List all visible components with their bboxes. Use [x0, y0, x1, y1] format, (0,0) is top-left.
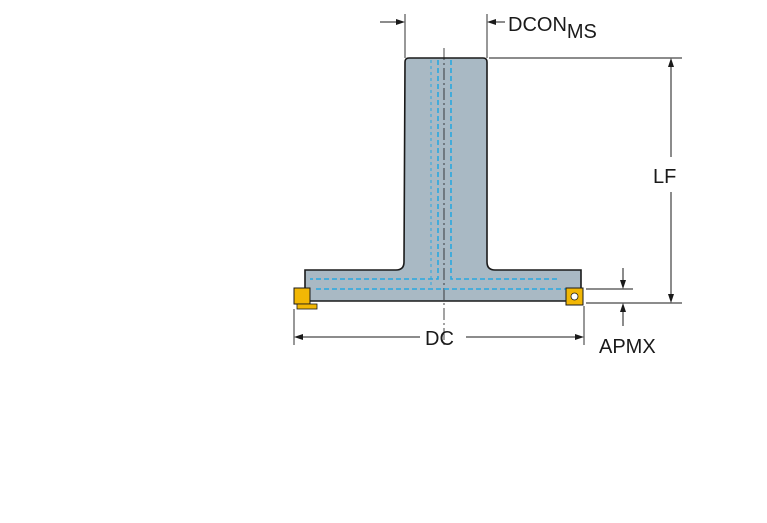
coolant-channels	[310, 60, 566, 290]
lf-dimension	[489, 57, 682, 304]
cutter-body	[304, 57, 582, 302]
dcon-label: DCONMS	[508, 14, 597, 43]
dc-label: DC	[425, 328, 454, 350]
dcon-dimension	[380, 14, 505, 58]
dcon-label-subscript: MS	[567, 21, 597, 43]
cutting-insert-left	[293, 287, 318, 310]
cutting-insert-right	[565, 287, 584, 306]
dcon-label-main: DCON	[508, 14, 567, 36]
apmx-dimension	[586, 268, 633, 326]
lf-label: LF	[653, 166, 676, 188]
apmx-label: APMX	[599, 336, 656, 358]
dc-dimension	[293, 306, 585, 345]
